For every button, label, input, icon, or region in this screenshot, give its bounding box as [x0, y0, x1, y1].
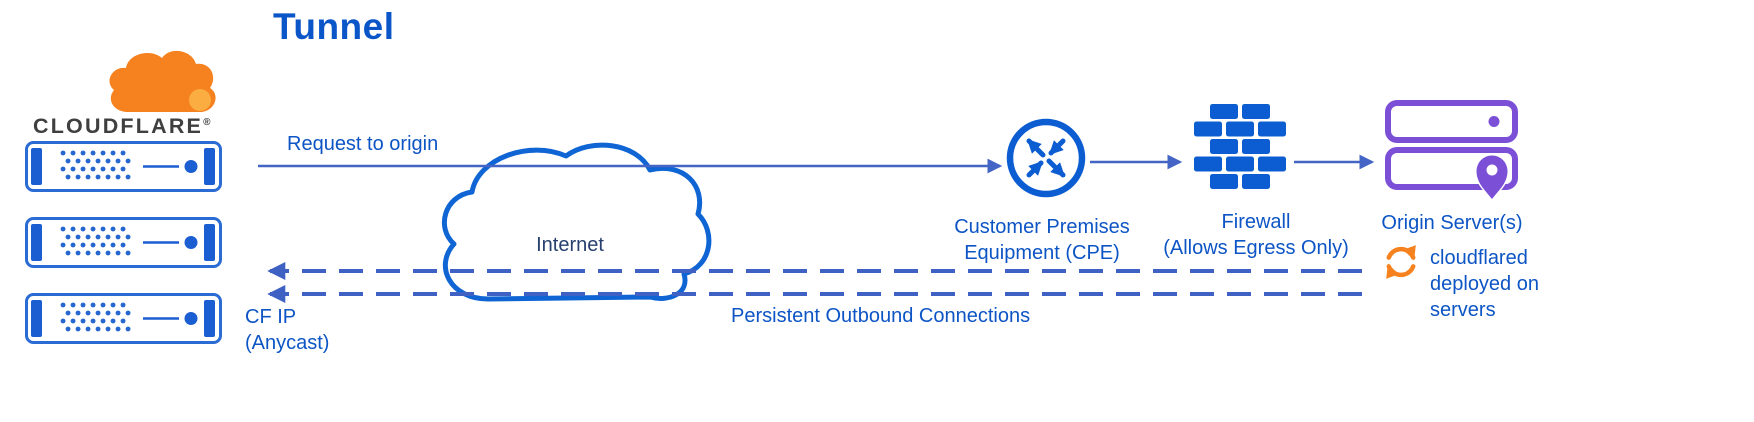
cloudflare-brand-text: CLOUDFLARE — [33, 114, 204, 138]
registered-mark: ® — [203, 116, 211, 128]
origin-servers-label: Origin Server(s) — [1381, 212, 1523, 234]
firewall-brick-icon — [1194, 104, 1286, 189]
cloudflare-wordmark: CLOUDFLARE® — [33, 114, 210, 139]
internet-cloud-icon — [441, 142, 712, 302]
request-to-origin-label: Request to origin — [287, 133, 439, 155]
persistent-connections-label: Persistent Outbound Connections — [731, 305, 1031, 327]
server-rack-icon — [27, 295, 221, 343]
cf-ip-anycast-label: CF IP (Anycast) — [245, 306, 330, 354]
server-rack-icon — [27, 219, 221, 267]
cpe-label: Customer Premises Equipment (CPE) — [954, 216, 1130, 264]
diagram-title: Tunnel — [273, 6, 395, 47]
cloudflared-label: cloudflared deployed on servers — [1430, 247, 1539, 321]
server-rack-icon — [27, 143, 221, 191]
cloudflare-logo-cloud-icon — [109, 50, 216, 112]
internet-label: Internet — [536, 234, 604, 256]
cloudflared-sync-icon — [1386, 245, 1416, 279]
origin-servers-icon — [1385, 100, 1518, 202]
firewall-label: Firewall (Allows Egress Only) — [1163, 211, 1349, 259]
location-pin-icon — [1474, 154, 1510, 202]
cpe-router-icon — [1006, 118, 1086, 198]
edge-server-stack — [27, 143, 221, 343]
